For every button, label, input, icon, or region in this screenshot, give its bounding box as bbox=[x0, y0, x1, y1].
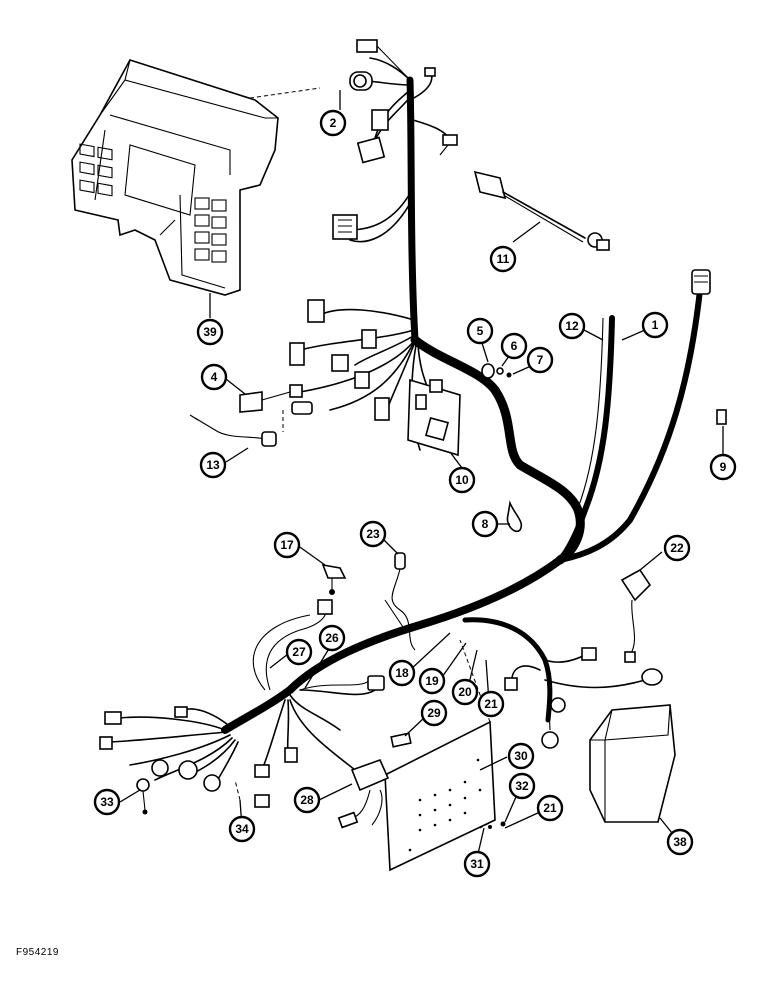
callout-19: 19 bbox=[418, 667, 446, 695]
callout-17: 17 bbox=[273, 531, 301, 559]
callout-8: 8 bbox=[471, 510, 499, 538]
callout-label: 32 bbox=[515, 779, 529, 793]
callout-label: 28 bbox=[300, 793, 314, 807]
callout-label: 27 bbox=[292, 645, 306, 659]
callout-label: 9 bbox=[720, 460, 727, 474]
callout-label: 30 bbox=[514, 749, 528, 763]
callout-label: 20 bbox=[458, 685, 472, 699]
callout-label: 7 bbox=[537, 353, 544, 367]
callout-label: 26 bbox=[325, 631, 339, 645]
lower-components bbox=[99, 552, 676, 872]
callout-label: 19 bbox=[425, 674, 439, 688]
callout-label: 11 bbox=[497, 252, 510, 266]
callout-11: 11 bbox=[489, 245, 517, 273]
callout-29: 29 bbox=[420, 699, 448, 727]
extension-cable bbox=[473, 170, 610, 251]
callout-label: 1 bbox=[652, 318, 659, 332]
callout-7: 7 bbox=[526, 346, 554, 374]
cable-end-connector bbox=[691, 269, 711, 295]
callout-label: 23 bbox=[366, 527, 380, 541]
callout-28: 28 bbox=[293, 786, 321, 814]
callout-27: 27 bbox=[285, 638, 313, 666]
callout-13: 13 bbox=[199, 451, 227, 479]
callout-label: 21 bbox=[484, 697, 498, 711]
callout-33: 33 bbox=[93, 788, 121, 816]
main-harness bbox=[221, 76, 703, 734]
callout-30: 30 bbox=[507, 742, 535, 770]
callout-label: 2 bbox=[330, 116, 337, 130]
callout-38: 38 bbox=[666, 828, 694, 856]
callout-label: 21 bbox=[543, 801, 557, 815]
callout-label: 29 bbox=[427, 706, 441, 720]
callout-31: 31 bbox=[463, 850, 491, 878]
callout-label: 39 bbox=[203, 325, 217, 339]
callout-39: 39 bbox=[196, 318, 224, 346]
callout-5: 5 bbox=[466, 317, 494, 345]
callout-6: 6 bbox=[500, 332, 528, 360]
callout-23: 23 bbox=[359, 520, 387, 548]
callout-label: 13 bbox=[206, 458, 220, 472]
callout-label: 18 bbox=[395, 666, 409, 680]
callout-18: 18 bbox=[388, 659, 416, 687]
callout-label: 12 bbox=[565, 319, 579, 333]
callout-4: 4 bbox=[200, 363, 228, 391]
callout-10: 10 bbox=[448, 466, 476, 494]
callout-label: 5 bbox=[477, 324, 484, 338]
figure-id: F954219 bbox=[16, 947, 59, 958]
callout-label: 8 bbox=[482, 517, 489, 531]
leader-lines bbox=[119, 90, 724, 859]
callout-21-lower: 21 bbox=[536, 794, 564, 822]
instrument-panel-cluster bbox=[71, 59, 321, 296]
callout-2: 2 bbox=[319, 109, 347, 137]
callout-34: 34 bbox=[228, 815, 256, 843]
callout-9: 9 bbox=[709, 453, 737, 481]
callout-12: 12 bbox=[558, 312, 586, 340]
callout-21: 21 bbox=[477, 690, 505, 718]
callout-label: 33 bbox=[100, 795, 114, 809]
callout-26: 26 bbox=[318, 624, 346, 652]
callout-20: 20 bbox=[451, 678, 479, 706]
callout-22: 22 bbox=[663, 534, 691, 562]
callout-1: 1 bbox=[641, 311, 669, 339]
callout-label: 22 bbox=[670, 541, 684, 555]
callout-label: 4 bbox=[211, 370, 218, 384]
fasteners bbox=[481, 363, 727, 533]
callout-label: 34 bbox=[235, 822, 249, 836]
callout-label: 6 bbox=[511, 339, 518, 353]
callout-label: 17 bbox=[280, 538, 294, 552]
upper-branches bbox=[189, 39, 461, 457]
callout-label: 10 bbox=[455, 473, 469, 487]
callout-label: 38 bbox=[673, 835, 687, 849]
callout-label: 31 bbox=[470, 857, 484, 871]
callout-32: 32 bbox=[508, 772, 536, 800]
